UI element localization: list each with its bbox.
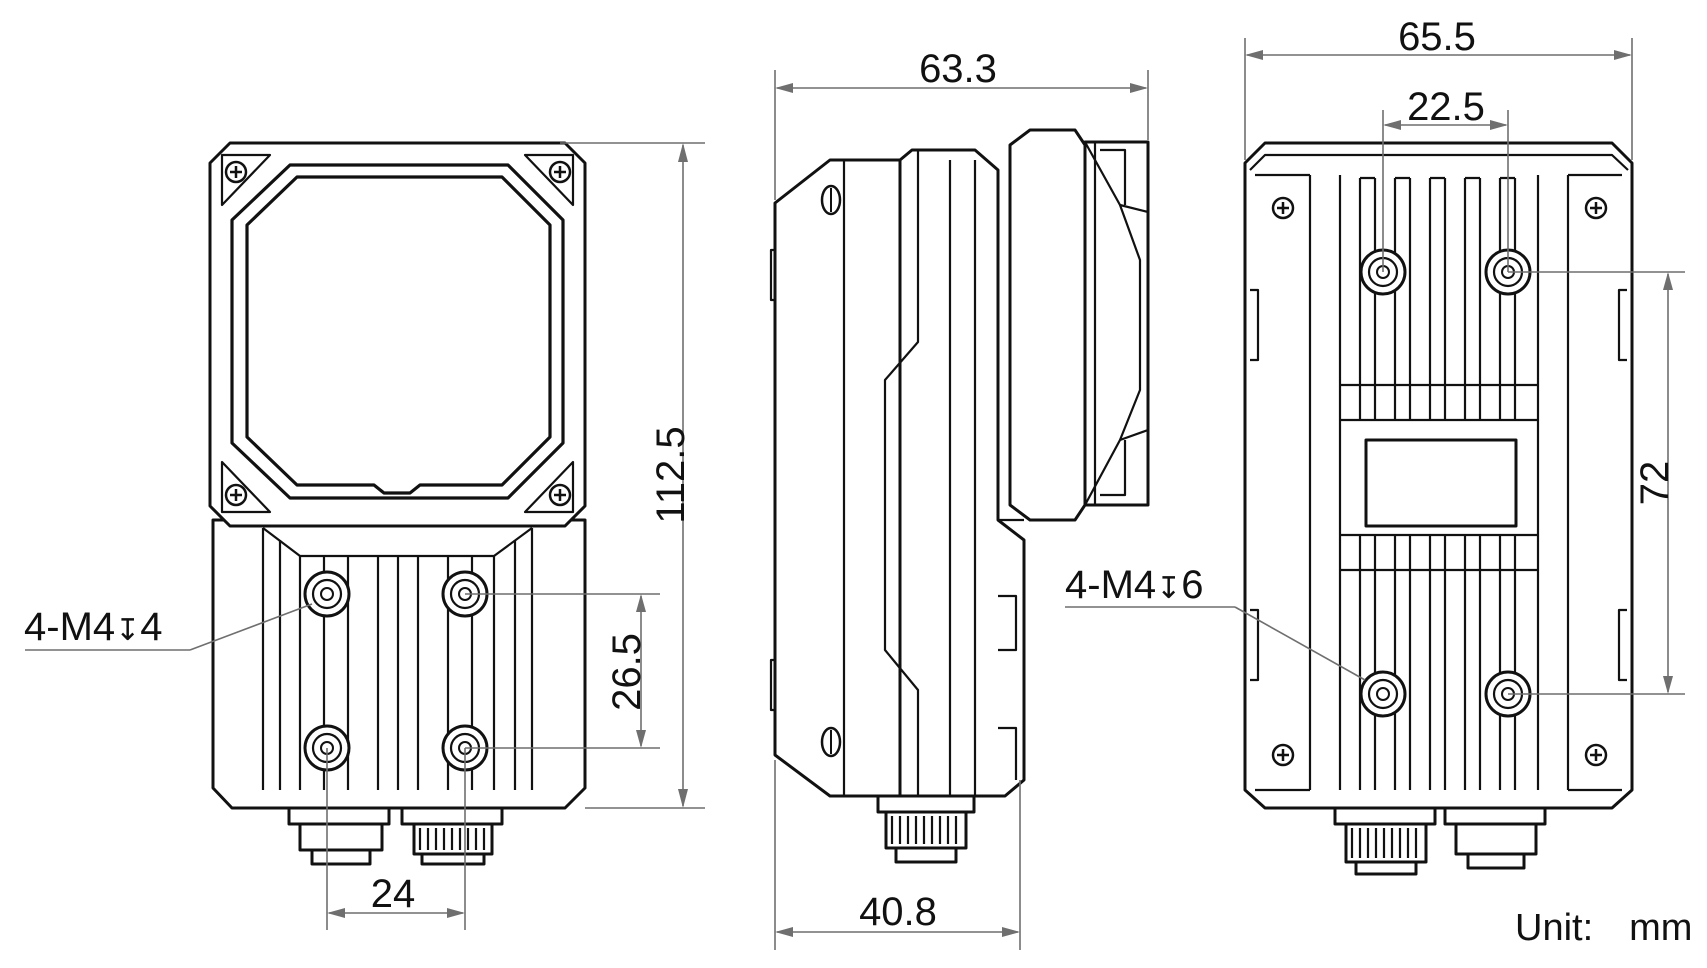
front-hole-callout: 4-M4↧4 [24,603,313,651]
svg-text:4-M4↧4: 4-M4↧4 [24,605,163,649]
front-connectors [287,806,504,866]
side-total-depth-label: 63.3 [919,47,997,91]
front-window [245,175,552,495]
front-callout-depth: 4 [140,605,162,649]
front-fins [261,527,534,790]
back-callout-thread: 4-M4 [1065,563,1156,607]
back-width-label: 65.5 [1398,15,1476,59]
back-hspacing-label: 22.5 [1407,85,1485,129]
screw-icon [1584,743,1608,767]
unit-prefix: Unit: [1515,907,1593,949]
front-height-label: 112.5 [649,426,693,523]
back-connectors [1333,806,1547,876]
side-lens-hood [1008,128,1087,522]
back-hole-callout: 4-M4↧6 [1065,563,1366,681]
screw-icon [548,483,572,507]
mount-hole [1359,670,1407,718]
front-view: 112.5 26.5 24 4-M4↧4 [24,141,705,930]
screw-icon [548,160,572,184]
back-callout-depth: 6 [1181,563,1203,607]
screw-icon [1584,196,1608,220]
front-corner-screws [220,153,575,514]
front-hspacing-label: 24 [371,872,416,916]
front-height-dimension: 112.5 [560,142,705,809]
side-screws [820,184,842,758]
screw-icon [1271,196,1295,220]
screw-icon [224,160,248,184]
unit-value: mm [1629,907,1692,949]
screw-icon [1271,743,1295,767]
unit-label: Unit: mm [1515,907,1692,949]
back-label-plate [1364,438,1518,528]
back-width-dimension: 65.5 [1244,15,1633,160]
side-total-depth-dimension: 63.3 [774,47,1149,200]
side-body-depth-label: 40.8 [859,890,937,934]
side-body-depth-dimension: 40.8 [774,760,1021,950]
svg-text:4-M4↧6: 4-M4↧6 [1065,563,1204,607]
front-callout-thread: 4-M4 [24,605,115,649]
front-hspacing-dimension: 24 [326,748,466,930]
back-fins [1338,175,1540,790]
side-connector [876,794,976,864]
side-body [773,158,902,798]
depth-icon: ↧ [115,614,140,647]
screw-icon [224,483,248,507]
mount-hole [303,570,351,618]
back-hspacing-dimension: 22.5 [1382,85,1509,272]
front-vspacing-label: 26.5 [605,633,649,711]
back-vspacing-label: 72 [1633,461,1677,506]
back-vspacing-dimension: 72 [1508,271,1685,695]
front-window-frame [230,163,565,500]
back-view: 65.5 22.5 72 4-M4↧6 [1065,15,1685,876]
front-head [208,141,587,528]
front-vspacing-dimension: 26.5 [465,593,660,749]
depth-icon: ↧ [1156,572,1181,605]
side-view: 63.3 40.8 [769,47,1150,950]
